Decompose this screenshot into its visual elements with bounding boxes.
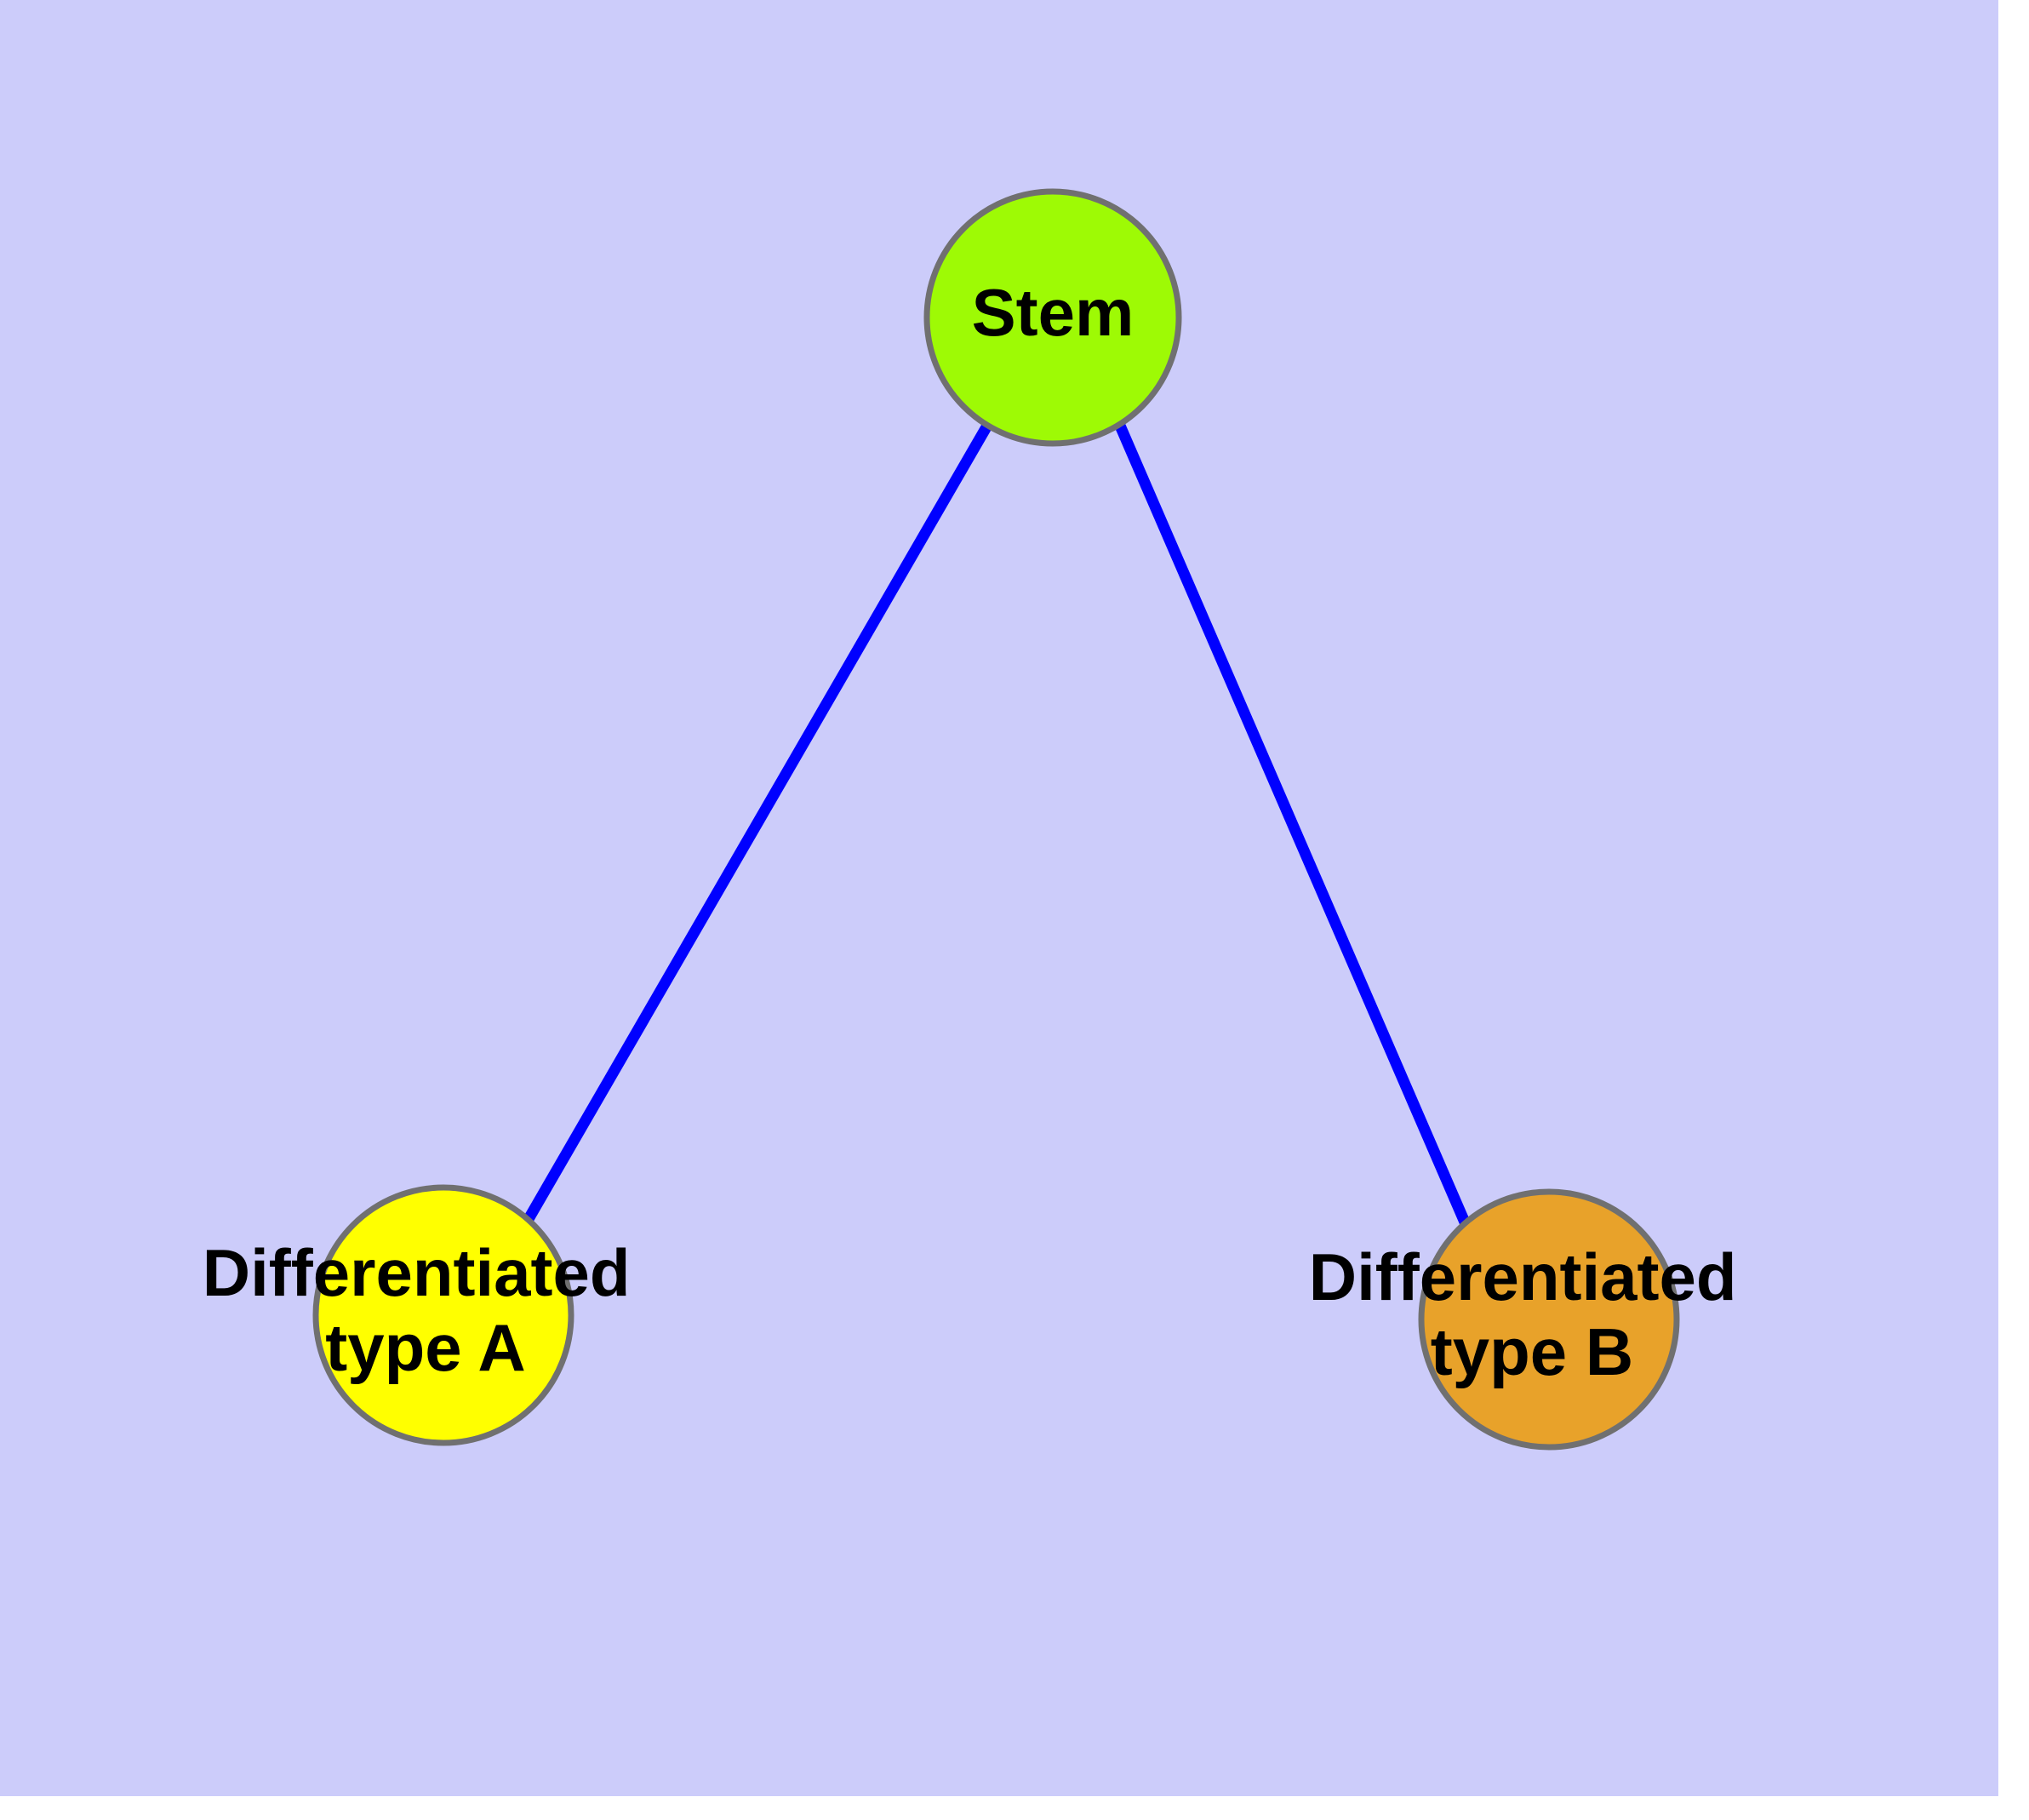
node-label-differentiated-type-a-line-2: type A xyxy=(325,1310,526,1385)
label-layer: Stem Differentiated type A Differentiate… xyxy=(203,275,1755,1389)
node-label-differentiated-type-a-line-1: Differentiated xyxy=(203,1235,631,1310)
edge-stem-to-diff-b[interactable] xyxy=(1115,423,1471,1227)
node-label-stem-line-1: Stem xyxy=(972,275,1135,350)
node-stem[interactable] xyxy=(923,188,1182,447)
node-label-differentiated-type-b-line-1: Differentiated xyxy=(1309,1239,1737,1314)
edge-layer xyxy=(523,422,1471,1227)
node-layer xyxy=(312,188,1680,1451)
node-label-differentiated-type-b-line-2: type B xyxy=(1431,1314,1633,1389)
edge-stem-to-diff-a[interactable] xyxy=(523,422,992,1222)
node-label-differentiated-type-a: Differentiated type A xyxy=(203,1235,649,1385)
node-label-differentiated-type-b: Differentiated type B xyxy=(1309,1239,1755,1389)
node-label-stem: Stem xyxy=(972,275,1135,350)
node-differentiated-type-a[interactable] xyxy=(312,1184,574,1446)
node-differentiated-type-b[interactable] xyxy=(1418,1188,1680,1451)
